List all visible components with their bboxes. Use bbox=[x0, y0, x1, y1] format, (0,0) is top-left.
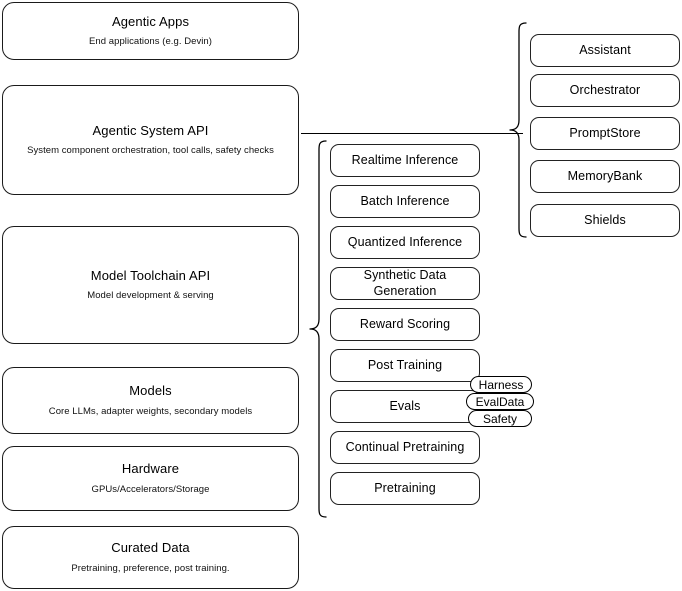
layer-subtitle: End applications (e.g. Devin) bbox=[89, 36, 212, 48]
item-label: Batch Inference bbox=[360, 193, 450, 208]
toolchain-item-batch-inference[interactable]: Batch Inference bbox=[330, 185, 480, 218]
system-item-memorybank[interactable]: MemoryBank bbox=[530, 160, 680, 193]
toolchain-item-evals[interactable]: Evals bbox=[330, 390, 480, 423]
layer-title: Agentic Apps bbox=[111, 13, 190, 29]
brace-toolchain-components bbox=[309, 140, 327, 518]
item-label: Synthetic Data Generation bbox=[363, 267, 447, 298]
system-item-shields[interactable]: Shields bbox=[530, 204, 680, 237]
toolchain-item-pretraining[interactable]: Pretraining bbox=[330, 472, 480, 505]
layer-title: Hardware bbox=[121, 461, 180, 477]
badge-label: Safety bbox=[482, 411, 518, 426]
item-label: Reward Scoring bbox=[359, 316, 451, 331]
badge-label: EvalData bbox=[475, 394, 525, 409]
layer-hardware[interactable]: Hardware GPUs/Accelerators/Storage bbox=[2, 446, 299, 511]
layer-subtitle: GPUs/Accelerators/Storage bbox=[91, 483, 210, 495]
item-label: Quantized Inference bbox=[347, 234, 463, 249]
item-label: Continual Pretraining bbox=[345, 439, 465, 454]
layer-subtitle: Pretraining, preference, post training. bbox=[71, 562, 230, 574]
layer-agentic-system-api[interactable]: Agentic System API System component orch… bbox=[2, 85, 299, 195]
connector-line-system-api bbox=[301, 133, 523, 135]
layer-models[interactable]: Models Core LLMs, adapter weights, secon… bbox=[2, 367, 299, 434]
brace-system-components bbox=[509, 22, 527, 238]
system-item-promptstore[interactable]: PromptStore bbox=[530, 117, 680, 150]
layer-curated-data[interactable]: Curated Data Pretraining, preference, po… bbox=[2, 526, 299, 589]
eval-badge-evaldata[interactable]: EvalData bbox=[466, 393, 534, 410]
layer-subtitle: Core LLMs, adapter weights, secondary mo… bbox=[48, 405, 253, 417]
layer-agentic-apps[interactable]: Agentic Apps End applications (e.g. Devi… bbox=[2, 2, 299, 60]
layer-model-toolchain-api[interactable]: Model Toolchain API Model development & … bbox=[2, 226, 299, 344]
layer-subtitle: Model development & serving bbox=[87, 290, 214, 302]
system-item-assistant[interactable]: Assistant bbox=[530, 34, 680, 67]
toolchain-item-realtime-inference[interactable]: Realtime Inference bbox=[330, 144, 480, 177]
toolchain-item-post-training[interactable]: Post Training bbox=[330, 349, 480, 382]
item-label: Realtime Inference bbox=[351, 152, 459, 167]
system-item-orchestrator[interactable]: Orchestrator bbox=[530, 74, 680, 107]
toolchain-item-continual-pretraining[interactable]: Continual Pretraining bbox=[330, 431, 480, 464]
item-label: PromptStore bbox=[569, 125, 641, 140]
layer-title: Agentic System API bbox=[92, 122, 209, 138]
item-label: Evals bbox=[389, 398, 421, 413]
eval-badge-safety[interactable]: Safety bbox=[468, 410, 532, 427]
layer-subtitle: System component orchestration, tool cal… bbox=[27, 145, 274, 157]
item-label: Orchestrator bbox=[569, 82, 641, 97]
toolchain-item-reward-scoring[interactable]: Reward Scoring bbox=[330, 308, 480, 341]
item-label: Pretraining bbox=[374, 480, 436, 495]
layer-title: Curated Data bbox=[111, 540, 190, 556]
item-label: Assistant bbox=[579, 42, 631, 57]
eval-badge-harness[interactable]: Harness bbox=[470, 376, 532, 393]
item-label: Post Training bbox=[367, 357, 443, 372]
toolchain-item-synthetic-data-generation[interactable]: Synthetic Data Generation bbox=[330, 267, 480, 300]
item-label: Shields bbox=[584, 212, 626, 227]
item-label: MemoryBank bbox=[567, 168, 643, 183]
toolchain-item-quantized-inference[interactable]: Quantized Inference bbox=[330, 226, 480, 259]
layer-title: Model Toolchain API bbox=[90, 267, 211, 283]
layer-title: Models bbox=[129, 383, 172, 399]
badge-label: Harness bbox=[478, 377, 524, 392]
